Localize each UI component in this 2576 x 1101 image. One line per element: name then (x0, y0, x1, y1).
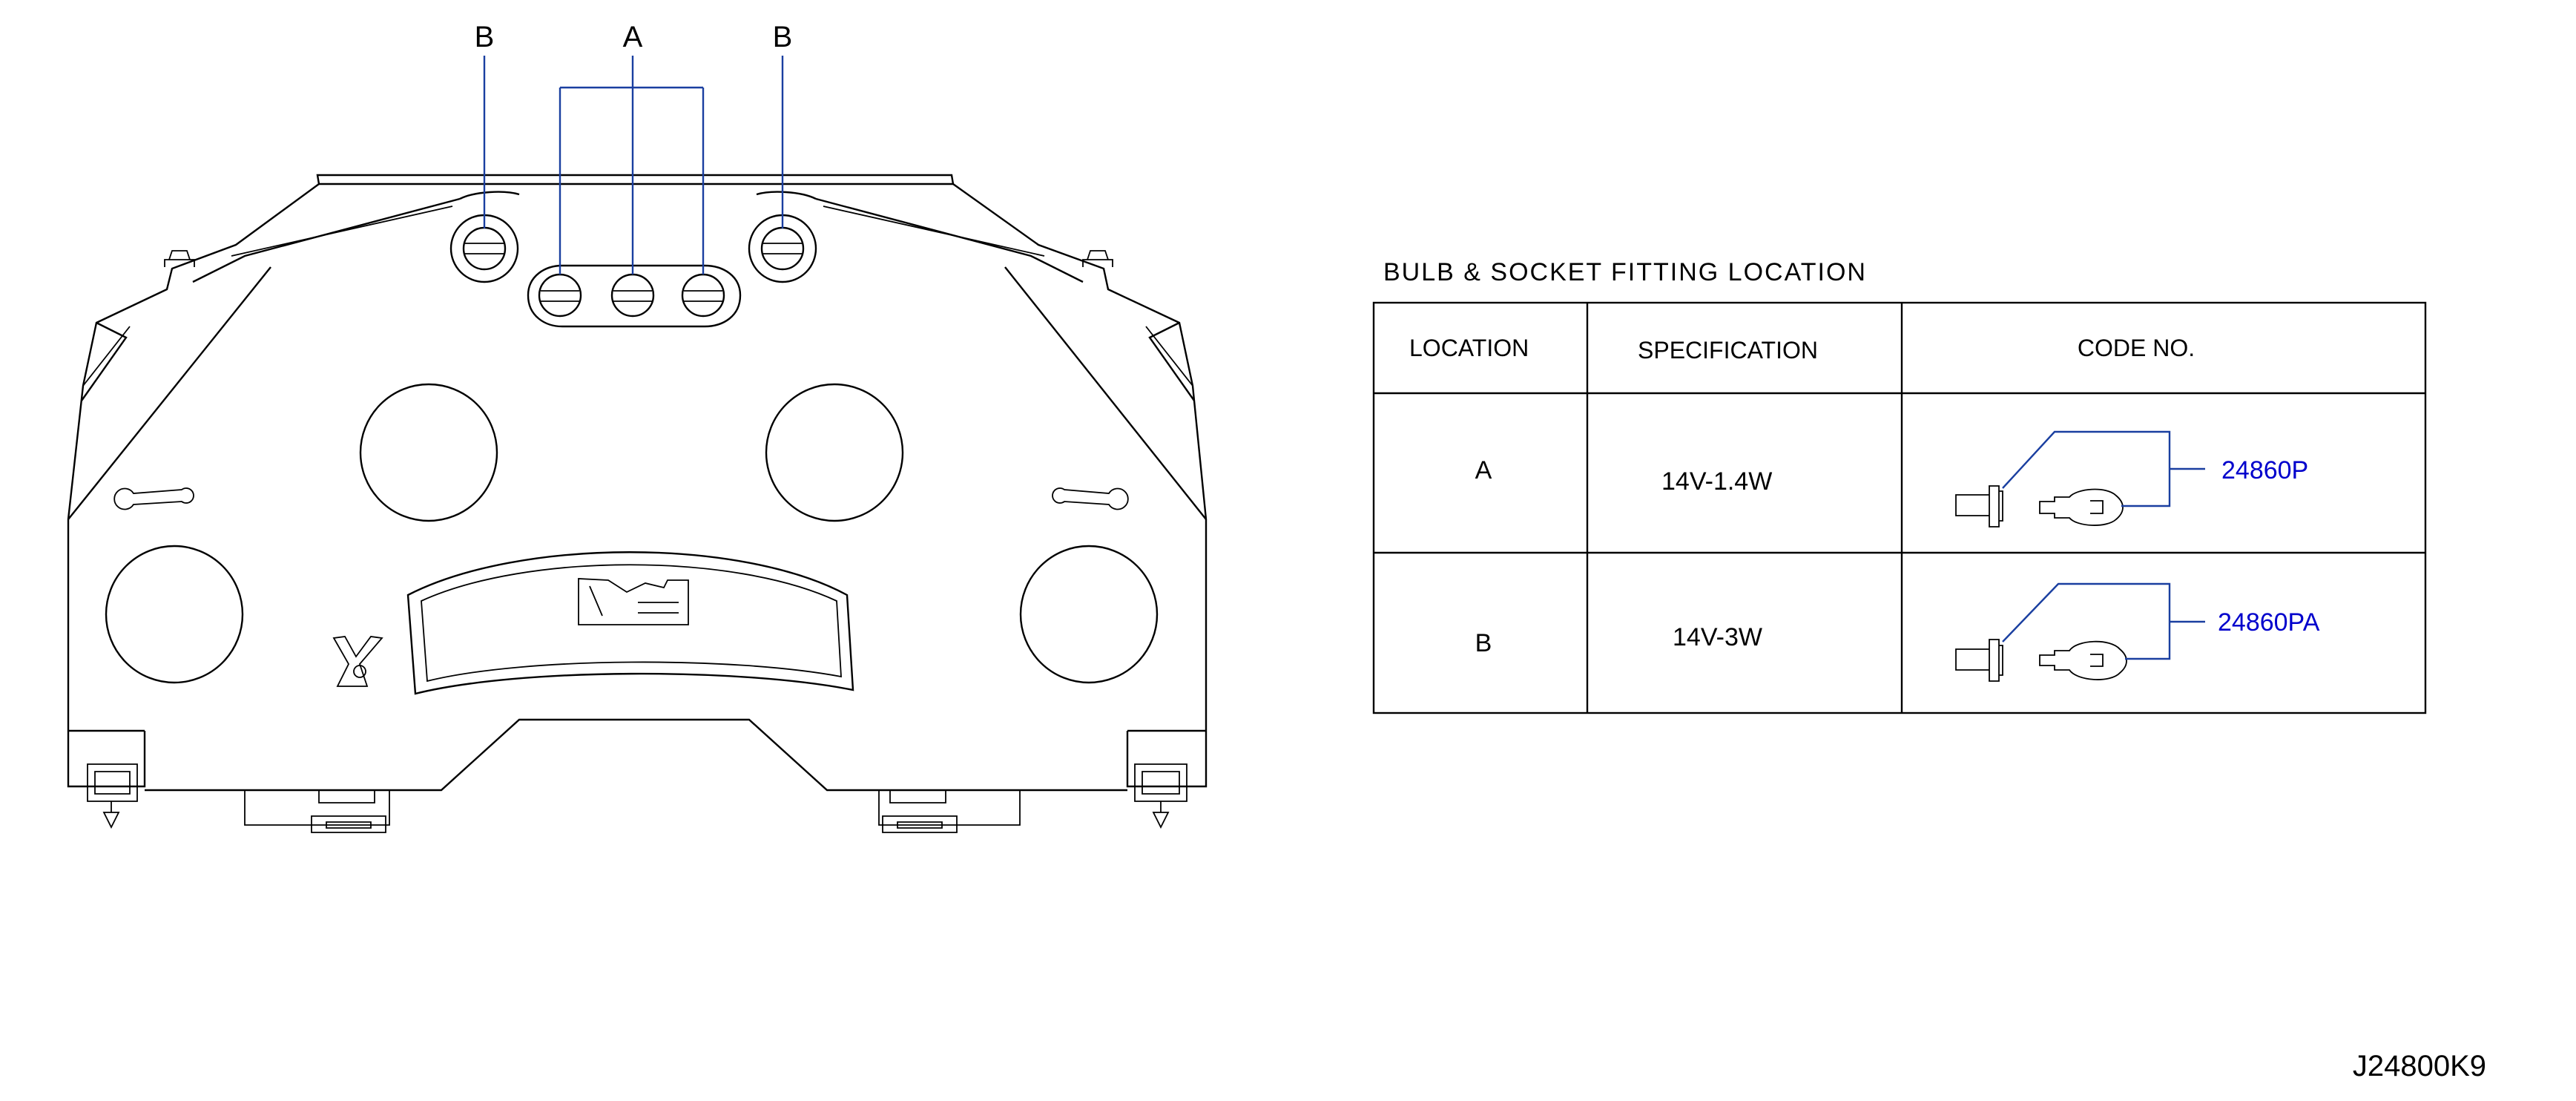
row-b-location: B (1475, 629, 1492, 657)
callout-b-right: B (773, 21, 793, 53)
table-title: BULB & SOCKET FITTING LOCATION (1383, 258, 1867, 286)
gauge-opening (1019, 545, 1159, 684)
header-location: LOCATION (1409, 335, 1529, 361)
bulb-socket-icon (1955, 639, 2127, 682)
callout-b-left: B (475, 21, 495, 53)
socket-holes-a (527, 264, 742, 328)
row-b-code: 24860PA (2218, 608, 2320, 637)
header-specification: SPECIFICATION (1638, 337, 1818, 364)
gauge-opening (359, 383, 498, 522)
header-code-no: CODE NO. (2078, 335, 2195, 361)
leader-24860p (2002, 430, 2205, 507)
fitting-table (1372, 301, 2427, 714)
row-a-location: A (1475, 456, 1492, 484)
reference-code: J24800K9 (2353, 1050, 2486, 1082)
gauge-opening (765, 383, 904, 522)
row-b-specification: 14V-3W (1673, 623, 1762, 651)
row-a-code: 24860P (2221, 456, 2308, 484)
leader-a (559, 56, 705, 275)
display-window (406, 551, 854, 695)
instrument-cluster-drawing (67, 56, 1208, 833)
leader-24860pa (2002, 582, 2205, 660)
mounting-tab (113, 487, 194, 510)
gauge-opening (105, 545, 244, 684)
callout-a: A (623, 21, 643, 53)
mounting-tab (332, 636, 383, 687)
bulb-socket-icon (1955, 485, 2124, 528)
row-a-specification: 14V-1.4W (1661, 467, 1772, 496)
